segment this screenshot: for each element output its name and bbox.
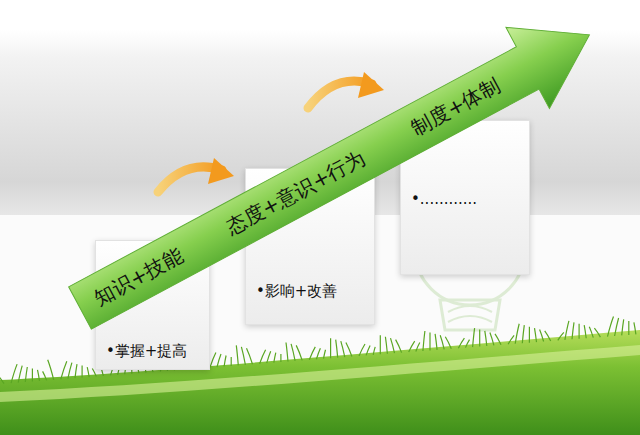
grass-blade xyxy=(32,368,33,381)
arrow-body xyxy=(58,0,611,349)
grass-blade xyxy=(584,325,586,338)
grass-blade xyxy=(628,321,629,335)
grass-blade xyxy=(594,328,600,337)
grass-blade xyxy=(578,324,579,339)
grass-blade xyxy=(440,335,444,349)
grass-blade xyxy=(485,331,487,346)
grass-blade xyxy=(336,340,338,358)
grass-blade xyxy=(435,334,437,350)
grass-blade xyxy=(241,347,245,365)
grass-blade xyxy=(359,344,365,356)
grass-blade xyxy=(231,357,232,366)
grass-blade xyxy=(61,361,67,379)
grass-blade xyxy=(589,327,593,338)
grass-blade xyxy=(535,328,537,342)
grass-blade xyxy=(529,327,530,343)
grass-blade xyxy=(416,343,420,352)
panel-text: •影响+改善 xyxy=(256,281,337,301)
grass-blade xyxy=(385,337,387,354)
grass-blade xyxy=(346,343,352,357)
grass-blade xyxy=(68,363,72,379)
grass-blade xyxy=(423,331,425,351)
grass-blade xyxy=(274,353,276,363)
grass-blade xyxy=(622,319,624,335)
grass-blade xyxy=(267,351,271,363)
grass-blade xyxy=(43,371,47,380)
grass-blade xyxy=(247,348,253,364)
grass-blade xyxy=(330,338,331,358)
step-arrow-head xyxy=(208,158,234,184)
grass-blade xyxy=(473,328,475,347)
grass-blade xyxy=(522,325,524,343)
grass-blade xyxy=(380,335,381,354)
grass-blade xyxy=(540,330,544,342)
grass-blade xyxy=(565,321,569,340)
grass-blade xyxy=(615,318,619,336)
grass-blade xyxy=(341,341,345,357)
grass-blade xyxy=(396,340,402,353)
grass-blade xyxy=(558,332,564,340)
grass-blade xyxy=(87,367,89,377)
grass-blade xyxy=(508,335,514,344)
grass-blade xyxy=(81,366,82,378)
grass-blade xyxy=(224,355,226,366)
grass-blade xyxy=(286,343,288,362)
grass-blade xyxy=(366,345,370,355)
grass-blade xyxy=(260,350,266,364)
grass-blade xyxy=(429,332,430,350)
grass-blade xyxy=(445,337,451,349)
grass-blade xyxy=(490,332,494,345)
grass-blade xyxy=(296,345,302,360)
grass-blade xyxy=(75,364,77,378)
grass-blade xyxy=(309,347,315,360)
grass-blade xyxy=(479,330,480,347)
grass-blade xyxy=(210,353,216,368)
grass-blade xyxy=(572,322,574,339)
grass-blade xyxy=(25,367,27,382)
grass-blade xyxy=(18,366,22,383)
grass-blade xyxy=(316,348,320,359)
grass-blade xyxy=(466,340,470,348)
panel-text: •掌握+提高 xyxy=(106,341,187,361)
grass-blade xyxy=(458,338,464,348)
grass-blade xyxy=(236,345,238,365)
grass-blade xyxy=(545,331,551,341)
grass-blade xyxy=(0,376,4,384)
panel-text: •............ xyxy=(411,189,477,209)
grass-blade xyxy=(291,344,295,361)
grass-blade xyxy=(515,324,519,344)
grass-blade xyxy=(608,317,614,337)
grass-blade xyxy=(373,347,375,355)
grass-blade xyxy=(217,354,221,367)
grass-blade xyxy=(391,338,395,353)
grass-blade xyxy=(38,370,40,381)
grass-blade xyxy=(409,341,415,352)
grass-blade xyxy=(324,350,326,359)
step-arrow-head xyxy=(358,72,384,98)
grass-blade xyxy=(280,354,281,362)
grass-blade xyxy=(11,364,17,383)
grass-blade xyxy=(495,334,501,345)
grass-blade xyxy=(48,360,54,380)
grass-blade xyxy=(634,322,636,334)
